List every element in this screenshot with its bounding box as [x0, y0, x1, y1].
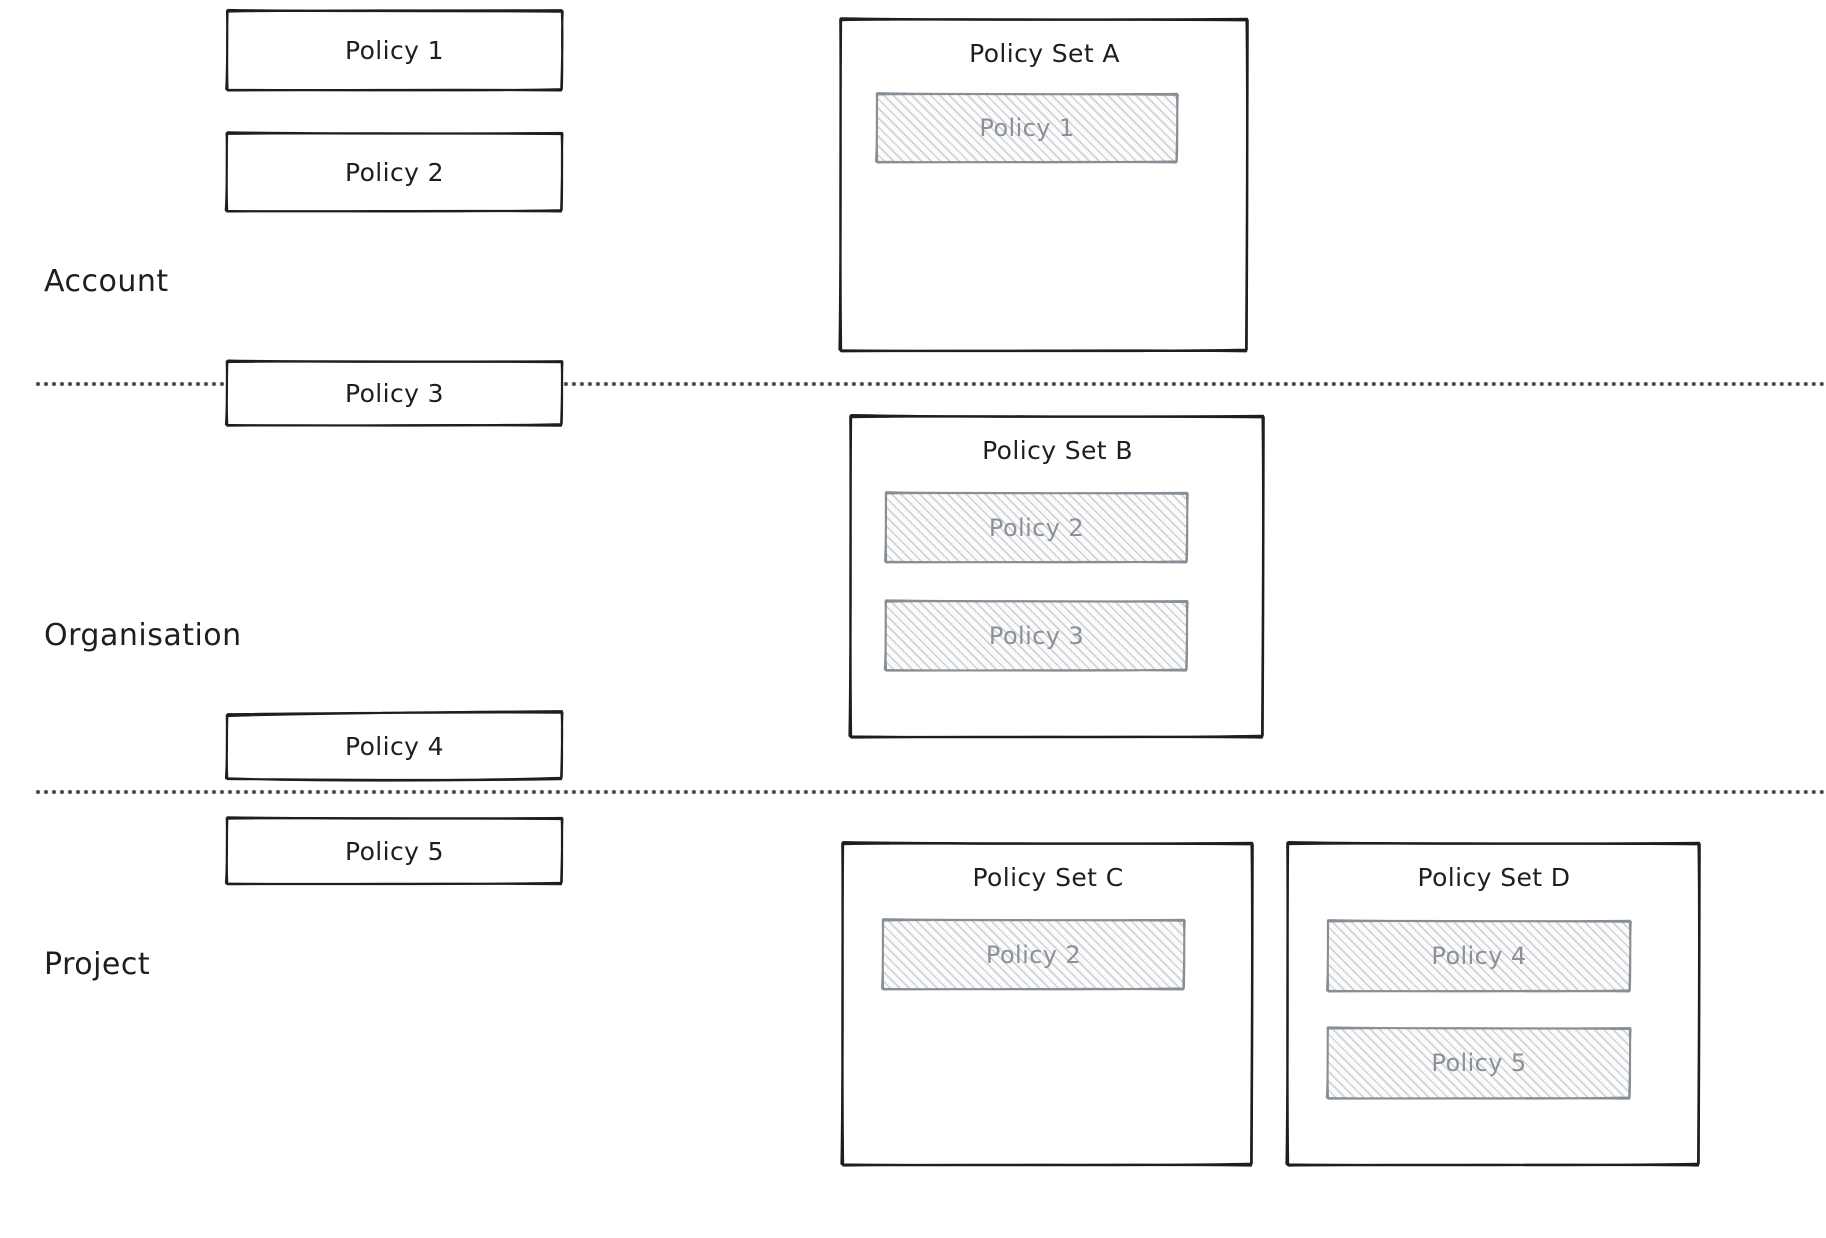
policy-set-title: Policy Set B — [982, 436, 1133, 465]
policy-set-b[interactable]: Policy Set B Policy 2 Policy 3 — [848, 414, 1265, 739]
policy-chip-label: Policy 2 — [345, 157, 444, 187]
policy-chip-label: Policy 4 — [345, 731, 444, 761]
policy-set-d[interactable]: Policy Set D Policy 4 Policy 5 — [1285, 841, 1701, 1167]
policy-chip-project-1[interactable]: Policy 4 — [224, 710, 564, 782]
policy-chip-label: Policy 5 — [345, 836, 444, 866]
policy-set-member-1[interactable]: Policy 2 — [880, 918, 1186, 991]
policy-set-member-label: Policy 2 — [988, 513, 1085, 542]
policy-set-title: Policy Set D — [1417, 863, 1571, 892]
policy-set-member-2[interactable]: Policy 5 — [1325, 1026, 1632, 1100]
policy-set-member-1[interactable]: Policy 2 — [883, 491, 1189, 564]
policy-chip-organisation-1[interactable]: Policy 3 — [224, 359, 564, 427]
policy-set-member-2[interactable]: Policy 3 — [883, 599, 1189, 672]
policy-set-title: Policy Set A — [969, 39, 1120, 68]
policy-set-c[interactable]: Policy Set C Policy 2 — [840, 841, 1254, 1167]
policy-chip-account-2[interactable]: Policy 2 — [224, 131, 564, 213]
policy-set-member-label: Policy 5 — [1431, 1049, 1527, 1077]
policy-set-title: Policy Set C — [972, 863, 1124, 892]
scope-divider-organisation-project — [36, 790, 1826, 794]
policy-set-a[interactable]: Policy Set A Policy 1 — [838, 17, 1249, 353]
scope-label-project: Project — [44, 947, 151, 982]
policy-set-member-label: Policy 3 — [988, 621, 1085, 650]
policy-set-member-1[interactable]: Policy 1 — [874, 92, 1179, 164]
scope-divider-account-organisation — [36, 382, 1826, 386]
policy-set-member-label: Policy 2 — [985, 940, 1082, 969]
scope-label-account: Account — [44, 264, 169, 299]
policy-chip-label: Policy 1 — [345, 35, 444, 65]
policy-chip-project-2[interactable]: Policy 5 — [224, 816, 564, 886]
policy-chip-label: Policy 3 — [345, 378, 444, 408]
scope-label-organisation: Organisation — [44, 618, 242, 653]
policy-set-member-1[interactable]: Policy 4 — [1325, 919, 1632, 993]
policy-chip-account-1[interactable]: Policy 1 — [225, 8, 564, 92]
policy-set-member-label: Policy 4 — [1431, 942, 1527, 970]
policy-set-member-label: Policy 1 — [979, 114, 1075, 142]
